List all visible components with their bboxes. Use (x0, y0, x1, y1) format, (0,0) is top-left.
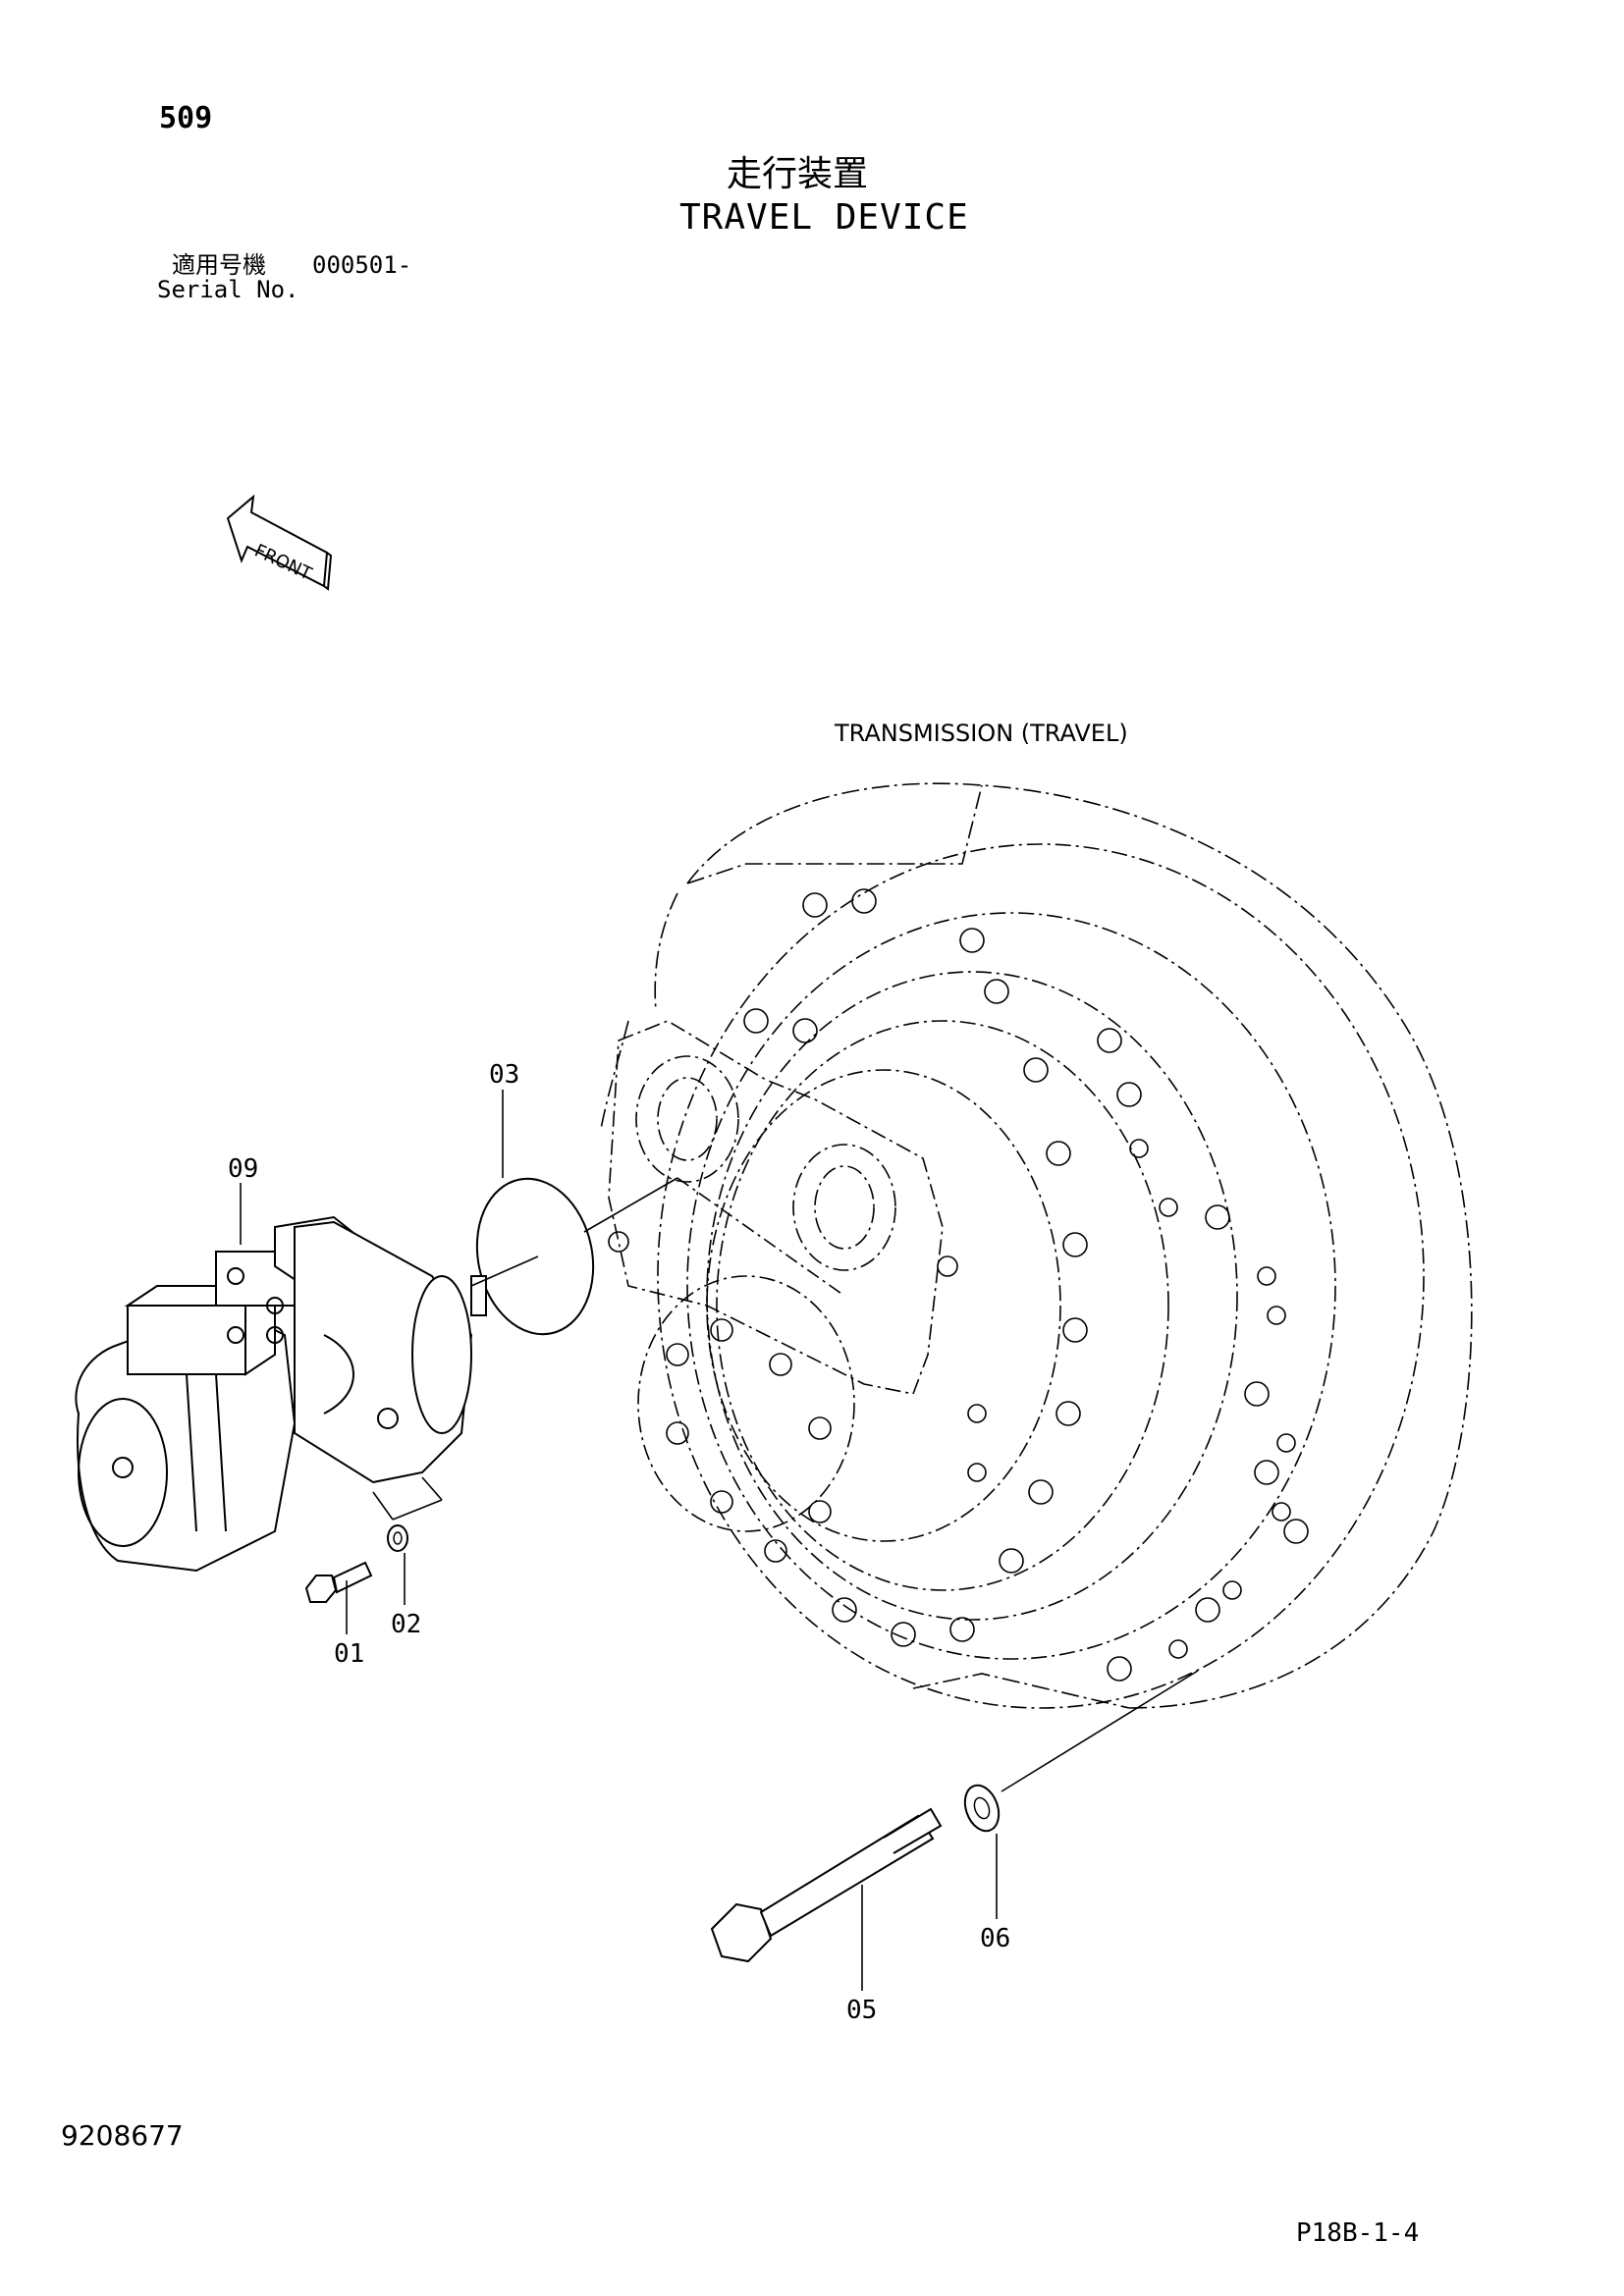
motor-mount-plate (609, 1021, 943, 1531)
travel-motor-09 (76, 1217, 486, 1571)
washer-02-hole (394, 1532, 402, 1544)
front-arrow-icon: FRONT (228, 497, 331, 589)
page-code: P18B-1-4 (1296, 2218, 1420, 2248)
callout-09: 09 (228, 1154, 259, 1184)
washer-06 (959, 1781, 1004, 1836)
callout-05: 05 (846, 1996, 878, 2025)
document-number: 9208677 (61, 2119, 184, 2152)
transmission-housing (601, 783, 1472, 1708)
page-number: 509 (159, 101, 213, 135)
washer-06-hole (972, 1795, 993, 1820)
transmission-label: TRANSMISSION (TRAVEL) (835, 720, 1128, 747)
serial-label-english: Serial No. (157, 276, 299, 303)
cover-bolts (609, 1232, 957, 1562)
callout-02: 02 (391, 1610, 422, 1639)
leader-lines (241, 1090, 1198, 1991)
serial-value: 000501- (312, 251, 412, 279)
bolt-01 (306, 1563, 371, 1602)
callout-03: 03 (489, 1060, 520, 1090)
transmission-flange-rings (658, 844, 1424, 1708)
callout-01: 01 (334, 1639, 365, 1669)
o-ring-03 (463, 1168, 608, 1346)
title-japanese: 走行装置 (727, 154, 869, 194)
washer-02 (388, 1525, 407, 1551)
callout-06: 06 (980, 1924, 1011, 1953)
title-english: TRAVEL DEVICE (679, 197, 969, 238)
transmission-bolts (744, 889, 1308, 1681)
serial-label-japanese: 適用号機 (172, 251, 266, 279)
bolt-05 (712, 1809, 941, 1961)
